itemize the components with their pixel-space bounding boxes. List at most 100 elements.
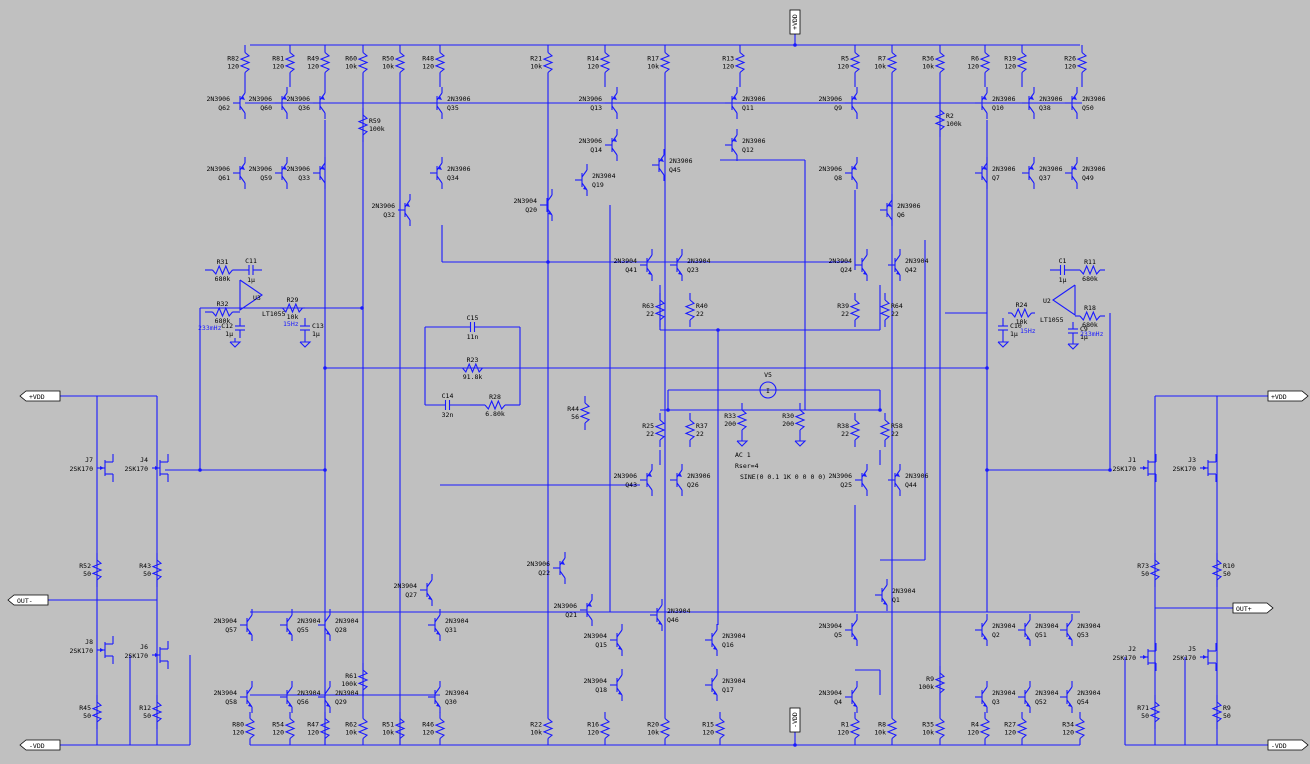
jfet-arrow [1143,466,1147,470]
wire [1016,52,1028,73]
transistor-name: Q36 [298,104,310,112]
wire [244,718,256,739]
transistor-name: Q49 [1082,174,1094,182]
wire [616,674,623,683]
wire [286,686,293,695]
transistor-type: 2N3904 [514,197,538,205]
wire [684,299,696,321]
wire [981,162,988,171]
transistor-arrow [896,271,900,275]
wire [542,52,554,73]
wire [436,175,443,184]
resistor-name: R30 [782,412,794,420]
transistor-name: Q14 [590,146,602,154]
transistor-type: 2N3906 [249,95,273,103]
wire [684,419,696,441]
resistor-name: R1 [841,721,849,729]
wire [239,279,263,312]
wire [212,264,233,276]
junction-dot [878,408,882,412]
transistor-arrow [436,631,440,635]
transistor-type: 2N3906 [287,95,311,103]
transistor-type: 2N3906 [579,137,603,145]
resistor-value: 680k [1082,321,1098,329]
wire [879,419,891,441]
voltage-source-symbol: I [766,387,770,395]
capacitor-value: 1µ [247,276,255,284]
transistor-type: 2N3904 [992,622,1016,630]
resistor-name: R38 [837,422,849,430]
resistor-name: R31 [217,258,229,266]
resistor-value: 22 [841,310,849,318]
jfet-name: J3 [1188,456,1196,464]
resistor-name: R80 [232,721,244,729]
wire [434,718,446,739]
junction-dot [546,260,550,264]
resistor-value: 10k [922,729,934,737]
voltage-source-name: V5 [764,371,772,379]
transistor-name: Q5 [834,631,842,639]
transistor-type: 2N3904 [667,607,691,615]
wire [849,718,861,739]
transistor-type: 2N3906 [207,95,231,103]
resistor-value: 10k [647,729,659,737]
transistor-type: 2N3904 [819,622,843,630]
transistor-type: 2N3906 [579,95,603,103]
transistor-arrow [583,186,587,190]
transistor-name: Q21 [565,611,577,619]
resistor-name: R8 [878,721,886,729]
capacitor-value: 1µ [1080,333,1088,341]
resistor-value: 120 [837,63,849,71]
transistor-arrow [326,631,330,635]
wire [894,254,901,263]
wire [981,686,988,695]
jfet-type: 2SK170 [1113,465,1137,473]
wire [1149,701,1161,723]
wire [981,619,988,628]
transistor-name: Q52 [1035,698,1047,706]
jfet-name: J8 [85,638,93,646]
vdd-bottom-port-label: -VDD [791,712,799,728]
wire [484,399,506,411]
resistor-value: 91.8k [463,373,483,381]
transistor-arrow [428,596,432,600]
transistor-arrow [863,473,867,477]
transistor-name: Q53 [1077,631,1089,639]
transistor-arrow [983,636,987,640]
wire [851,175,858,184]
transistor-type: 2N3904 [687,257,711,265]
label-layer: +VDD-VDDR82120R81120R49120R6010kR5010kR4… [17,14,1287,750]
out-plus-port-label: OUT+ [1236,605,1252,613]
wire [581,169,588,178]
filter-note-1: 233mHz [198,324,222,332]
transistor-arrow [888,203,892,207]
resistor-name: R17 [647,55,659,63]
resistor-value: 22 [891,310,899,318]
transistor-arrow [561,561,565,565]
transistor-name: Q42 [905,266,917,274]
vdd-top-port [789,9,801,35]
resistor-value: 680k [215,275,231,283]
vdd-right-port [1267,390,1309,402]
capacitor-value: 32n [442,411,454,419]
transistor-type: 2N3906 [1082,95,1106,103]
resistor-name: R45 [79,704,91,712]
wire [239,92,246,101]
vdd-right-port-label: +VDD [1271,393,1287,401]
resistor-value: 10k [530,729,542,737]
resistor-value: 56 [571,413,579,421]
transistor-arrow [713,691,717,695]
resistor-name: R21 [530,55,542,63]
resistor-name: R16 [587,721,599,729]
resistor-value: 120 [1004,729,1016,737]
capacitor-value: 11n [467,333,479,341]
transistor-name: Q18 [595,686,607,694]
transistor-type: 2N3904 [592,172,616,180]
wire [886,52,898,73]
resistor-value: 120 [272,63,284,71]
vdd-left-port-label: +VDD [29,393,45,401]
wire [881,584,888,593]
wire [711,674,718,683]
jfet-arrow [155,653,159,657]
resistor-name: R52 [79,562,91,570]
